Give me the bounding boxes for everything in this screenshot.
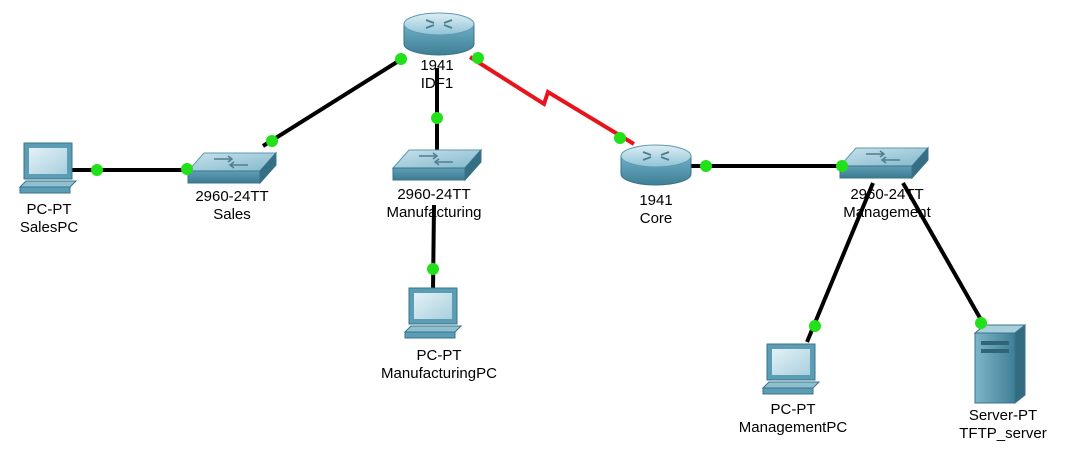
link-indicators-layer bbox=[91, 52, 987, 332]
switch-management-label: 2960-24TT Management bbox=[843, 186, 931, 222]
switch-sales-model: 2960-24TT bbox=[195, 188, 269, 205]
link-indicator-dot bbox=[975, 317, 987, 329]
router-idf1-name: IDF1 bbox=[420, 75, 454, 92]
link-management-switch-managementpc[interactable] bbox=[805, 182, 875, 343]
pc-management-name: ManagementPC bbox=[738, 419, 848, 436]
switch-manufacturing-name: Manufacturing bbox=[386, 204, 482, 221]
switch-manufacturing-icon[interactable] bbox=[391, 148, 483, 182]
link-indicator-dot bbox=[427, 263, 439, 275]
link-manufacturing-switch-manufacturingpc[interactable] bbox=[431, 204, 436, 291]
pc-manufacturing-name: ManufacturingPC bbox=[381, 365, 497, 382]
link-indicator-dot bbox=[181, 163, 193, 175]
link-indicator-dot bbox=[836, 160, 848, 172]
pc-management-icon[interactable] bbox=[761, 343, 821, 395]
pc-management-label: PC-PT ManagementPC bbox=[739, 401, 847, 437]
links-layer bbox=[72, 55, 986, 343]
pc-manufacturing-label: PC-PT ManufacturingPC bbox=[381, 347, 497, 383]
link-sales-switch-idf1-router[interactable] bbox=[261, 55, 407, 148]
pc-manufacturing-model: PC-PT bbox=[416, 347, 462, 364]
link-indicator-dot bbox=[700, 160, 712, 172]
link-indicator-dot bbox=[809, 320, 821, 332]
pc-manufacturing-icon[interactable] bbox=[403, 287, 463, 339]
server-tftp-model: Server-PT bbox=[968, 407, 1038, 424]
server-tftp-label: Server-PT TFTP_server bbox=[959, 407, 1047, 443]
router-core-label: 1941 Core bbox=[639, 192, 672, 228]
router-core-name: Core bbox=[639, 210, 673, 227]
switch-sales-icon[interactable] bbox=[186, 151, 278, 185]
pc-sales-name: SalesPC bbox=[19, 219, 79, 236]
link-indicator-dot bbox=[472, 52, 484, 64]
pc-sales-icon[interactable] bbox=[18, 142, 78, 194]
server-tftp-name: TFTP_server bbox=[959, 425, 1047, 442]
switch-manufacturing-label: 2960-24TT Manufacturing bbox=[386, 186, 481, 222]
link-indicator-dot bbox=[91, 164, 103, 176]
server-tftp-icon[interactable] bbox=[973, 323, 1027, 405]
pc-management-model: PC-PT bbox=[770, 401, 816, 418]
router-idf1-label: 1941 IDF1 bbox=[420, 57, 453, 93]
router-core-icon[interactable] bbox=[620, 144, 692, 186]
switch-management-model: 2960-24TT bbox=[850, 186, 924, 203]
devices-layer bbox=[18, 12, 1027, 405]
link-indicator-dot bbox=[395, 53, 407, 65]
switch-management-icon[interactable] bbox=[838, 146, 930, 180]
router-idf1-model: 1941 bbox=[420, 57, 454, 74]
router-core-model: 1941 bbox=[639, 192, 673, 209]
router-idf1-icon[interactable] bbox=[403, 12, 475, 56]
switch-management-name: Management bbox=[843, 204, 931, 221]
link-management-switch-tftp-server[interactable] bbox=[901, 182, 986, 326]
switch-manufacturing-model: 2960-24TT bbox=[397, 186, 471, 203]
switch-sales-name: Sales bbox=[213, 206, 251, 223]
link-indicator-dot bbox=[266, 135, 278, 147]
pc-sales-model: PC-PT bbox=[26, 201, 72, 218]
pc-sales-label: PC-PT SalesPC bbox=[20, 201, 78, 237]
link-idf1-router-core-router-serial[interactable] bbox=[468, 55, 636, 146]
link-indicator-dot bbox=[614, 132, 626, 144]
switch-sales-label: 2960-24TT Sales bbox=[195, 188, 268, 224]
link-indicator-dot bbox=[431, 112, 443, 124]
